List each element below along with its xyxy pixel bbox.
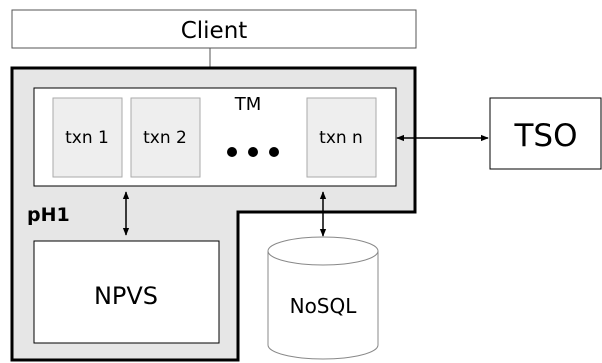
nosql-label: NoSQL <box>290 294 358 318</box>
txn-box: txn 1 <box>52 97 123 178</box>
client-label: Client <box>181 18 248 44</box>
npvs-label: NPVS <box>94 282 158 310</box>
ellipsis-dots <box>227 147 279 157</box>
txn-label: txn 1 <box>65 128 109 148</box>
txn-label: txn n <box>319 128 363 148</box>
nosql-cylinder: NoSQL <box>267 236 379 360</box>
tso-box: TSO <box>489 97 602 170</box>
tm-label: TM <box>234 94 262 115</box>
npvs-box: NPVS <box>33 240 220 344</box>
tso-label: TSO <box>513 118 577 154</box>
client-box: Client <box>11 9 417 49</box>
host-label: pH1 <box>27 204 70 226</box>
txn-box: txn n <box>306 97 377 178</box>
txn-label: txn 2 <box>143 128 187 148</box>
txn-box: txn 2 <box>130 97 201 178</box>
